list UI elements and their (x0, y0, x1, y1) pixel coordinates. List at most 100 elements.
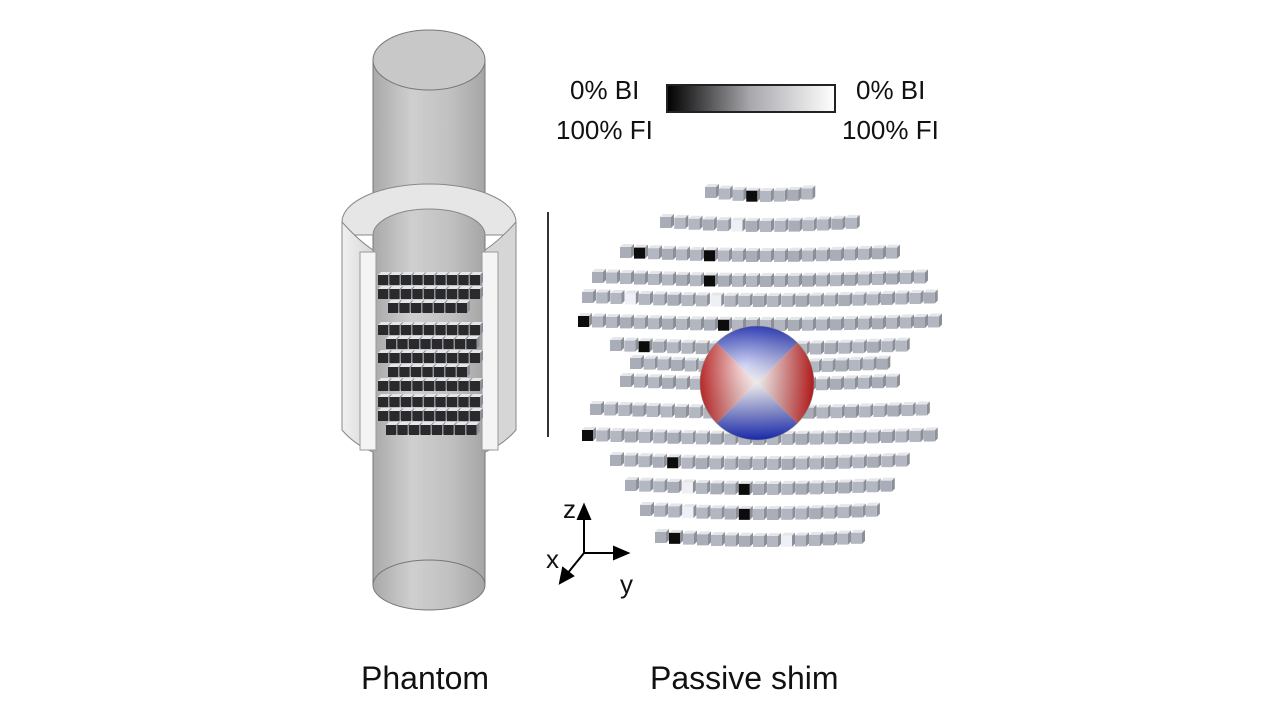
phantom-block (435, 322, 449, 335)
shim-block (662, 271, 676, 286)
shim-block (681, 339, 696, 354)
phantom-block (411, 300, 424, 313)
shim-block (620, 314, 634, 329)
axis-y-label: y (620, 569, 633, 599)
shim-block (876, 355, 891, 370)
axis-triad (558, 502, 631, 585)
shim-block (851, 529, 865, 544)
shim-block (596, 427, 611, 442)
shim-block (838, 479, 853, 494)
shim-block (731, 217, 746, 232)
phantom-block (447, 350, 460, 363)
shim-block (915, 401, 930, 416)
shim-block (848, 356, 863, 371)
phantom-block (409, 336, 422, 349)
shim-block (632, 402, 647, 417)
shim-block (624, 290, 639, 305)
phantom-block (470, 286, 483, 299)
shim-block (660, 214, 674, 228)
shim-block (845, 214, 860, 229)
phantom-sleeve-cut-right (481, 251, 499, 451)
shim-block (648, 374, 662, 389)
shim-block (851, 503, 866, 518)
phantom-block (458, 350, 472, 363)
shim-block (895, 290, 910, 305)
shim-block (710, 430, 725, 445)
phantom-block (434, 364, 447, 377)
shim-block (681, 430, 696, 445)
phantom-block (455, 336, 468, 349)
shim-block (745, 217, 760, 232)
shim-block (816, 247, 830, 262)
phantom-illustration (341, 29, 517, 611)
shim-block (640, 502, 654, 516)
shim-block (718, 247, 732, 262)
phantom-block (424, 272, 437, 285)
phantom-block (389, 272, 403, 285)
shim-block (682, 504, 697, 519)
phantom-block (401, 394, 414, 407)
phantom-block (470, 272, 483, 285)
shim-block (774, 272, 788, 287)
shim-block (710, 292, 725, 307)
phantom-block (397, 336, 411, 349)
shim-block (795, 455, 810, 470)
phantom-block (424, 408, 437, 421)
shim-block (681, 292, 696, 307)
shim-block (732, 272, 746, 287)
shim-block (630, 355, 644, 369)
shim-block (809, 430, 824, 445)
phantom-block (447, 378, 460, 391)
phantom-block (424, 394, 437, 407)
shim-block (773, 187, 788, 202)
shim-block (781, 455, 796, 470)
shim-block (824, 340, 839, 355)
shim-block (724, 292, 739, 307)
phantom-rod-top (372, 29, 486, 91)
phantom-block (386, 422, 399, 435)
shim-block (809, 531, 823, 546)
phantom-block (389, 322, 403, 335)
shim-block (675, 403, 689, 418)
shim-block (738, 292, 753, 307)
shim-block (858, 315, 872, 330)
colorbar (666, 84, 836, 113)
shim-block (866, 478, 881, 493)
shim-block (844, 315, 858, 330)
shim-block (653, 291, 668, 306)
shim-block (873, 403, 888, 417)
phantom-block (443, 422, 457, 435)
phantom-block (466, 422, 480, 435)
shim-block (858, 271, 872, 286)
shim-block (760, 188, 774, 202)
shim-block (802, 217, 817, 232)
shim-block (781, 505, 796, 520)
shim-block (844, 375, 858, 390)
phantom-block (420, 422, 434, 435)
shim-block (638, 338, 653, 353)
shim-block (830, 272, 844, 287)
shim-block (816, 376, 830, 391)
phantom-block (470, 350, 483, 363)
shim-block (923, 289, 938, 304)
shim-block (838, 454, 853, 469)
phantom-block (401, 286, 414, 299)
shim-block (767, 455, 782, 470)
shim-block (895, 337, 910, 352)
shim-block (620, 244, 634, 258)
shim-block (620, 373, 634, 387)
shim-block (667, 429, 682, 444)
shim-block (752, 455, 767, 470)
shim-block (653, 478, 668, 493)
shim-block (788, 316, 802, 331)
phantom-block (470, 378, 483, 391)
shim-block (788, 247, 802, 262)
shim-block (865, 502, 880, 517)
phantom-block (422, 300, 436, 313)
shim-block (887, 402, 902, 417)
shim-block (816, 272, 830, 287)
shim-block (689, 404, 704, 419)
shim-block (901, 402, 916, 417)
phantom-block (443, 336, 457, 349)
